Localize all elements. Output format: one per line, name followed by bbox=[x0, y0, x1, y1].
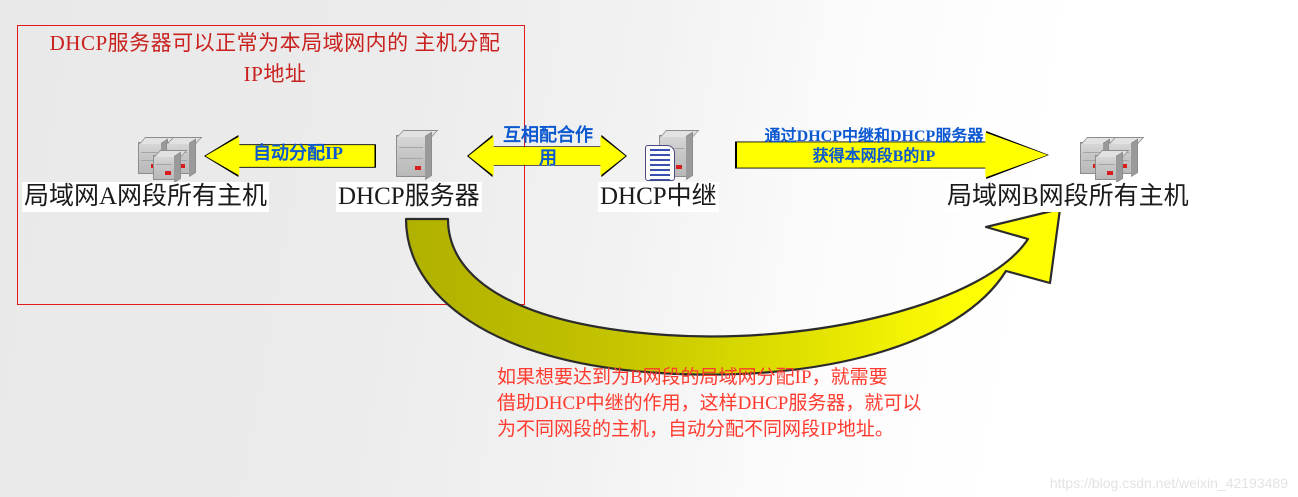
node-label-dhcp-server: DHCP服务器 bbox=[336, 182, 482, 212]
config-scroll-icon bbox=[645, 145, 675, 181]
obtain-segment-b-ip-arrow bbox=[736, 132, 1048, 178]
node-label-dhcp-relay: DHCP中继 bbox=[598, 182, 719, 212]
server-stack-icon bbox=[136, 128, 200, 180]
node-lan-a-hosts bbox=[136, 128, 200, 180]
node-label-lan-b-hosts: 局域网B网段所有主机 bbox=[945, 182, 1191, 212]
curved-flow-arrow bbox=[404, 207, 1062, 376]
top-annotation-text: DHCP服务器可以正常为本局域网内的 主机分配IP地址 bbox=[49, 31, 501, 86]
bottom-annotation-text: 如果想要达到为B网段的局域网分配IP，就需要 借助DHCP中继的作用，这样DHC… bbox=[497, 367, 922, 440]
mutual-cooperation-arrow bbox=[468, 136, 626, 176]
node-dhcp-server bbox=[396, 129, 438, 179]
server-stack-icon bbox=[1078, 128, 1142, 180]
node-lan-b-hosts bbox=[1078, 128, 1142, 180]
watermark-text: https://blog.csdn.net/weixin_42193489 bbox=[1049, 475, 1288, 491]
server-icon bbox=[396, 129, 438, 179]
relay-server-icon bbox=[645, 129, 701, 181]
node-dhcp-relay bbox=[645, 129, 701, 181]
node-label-lan-a-hosts: 局域网A网段所有主机 bbox=[22, 182, 270, 212]
